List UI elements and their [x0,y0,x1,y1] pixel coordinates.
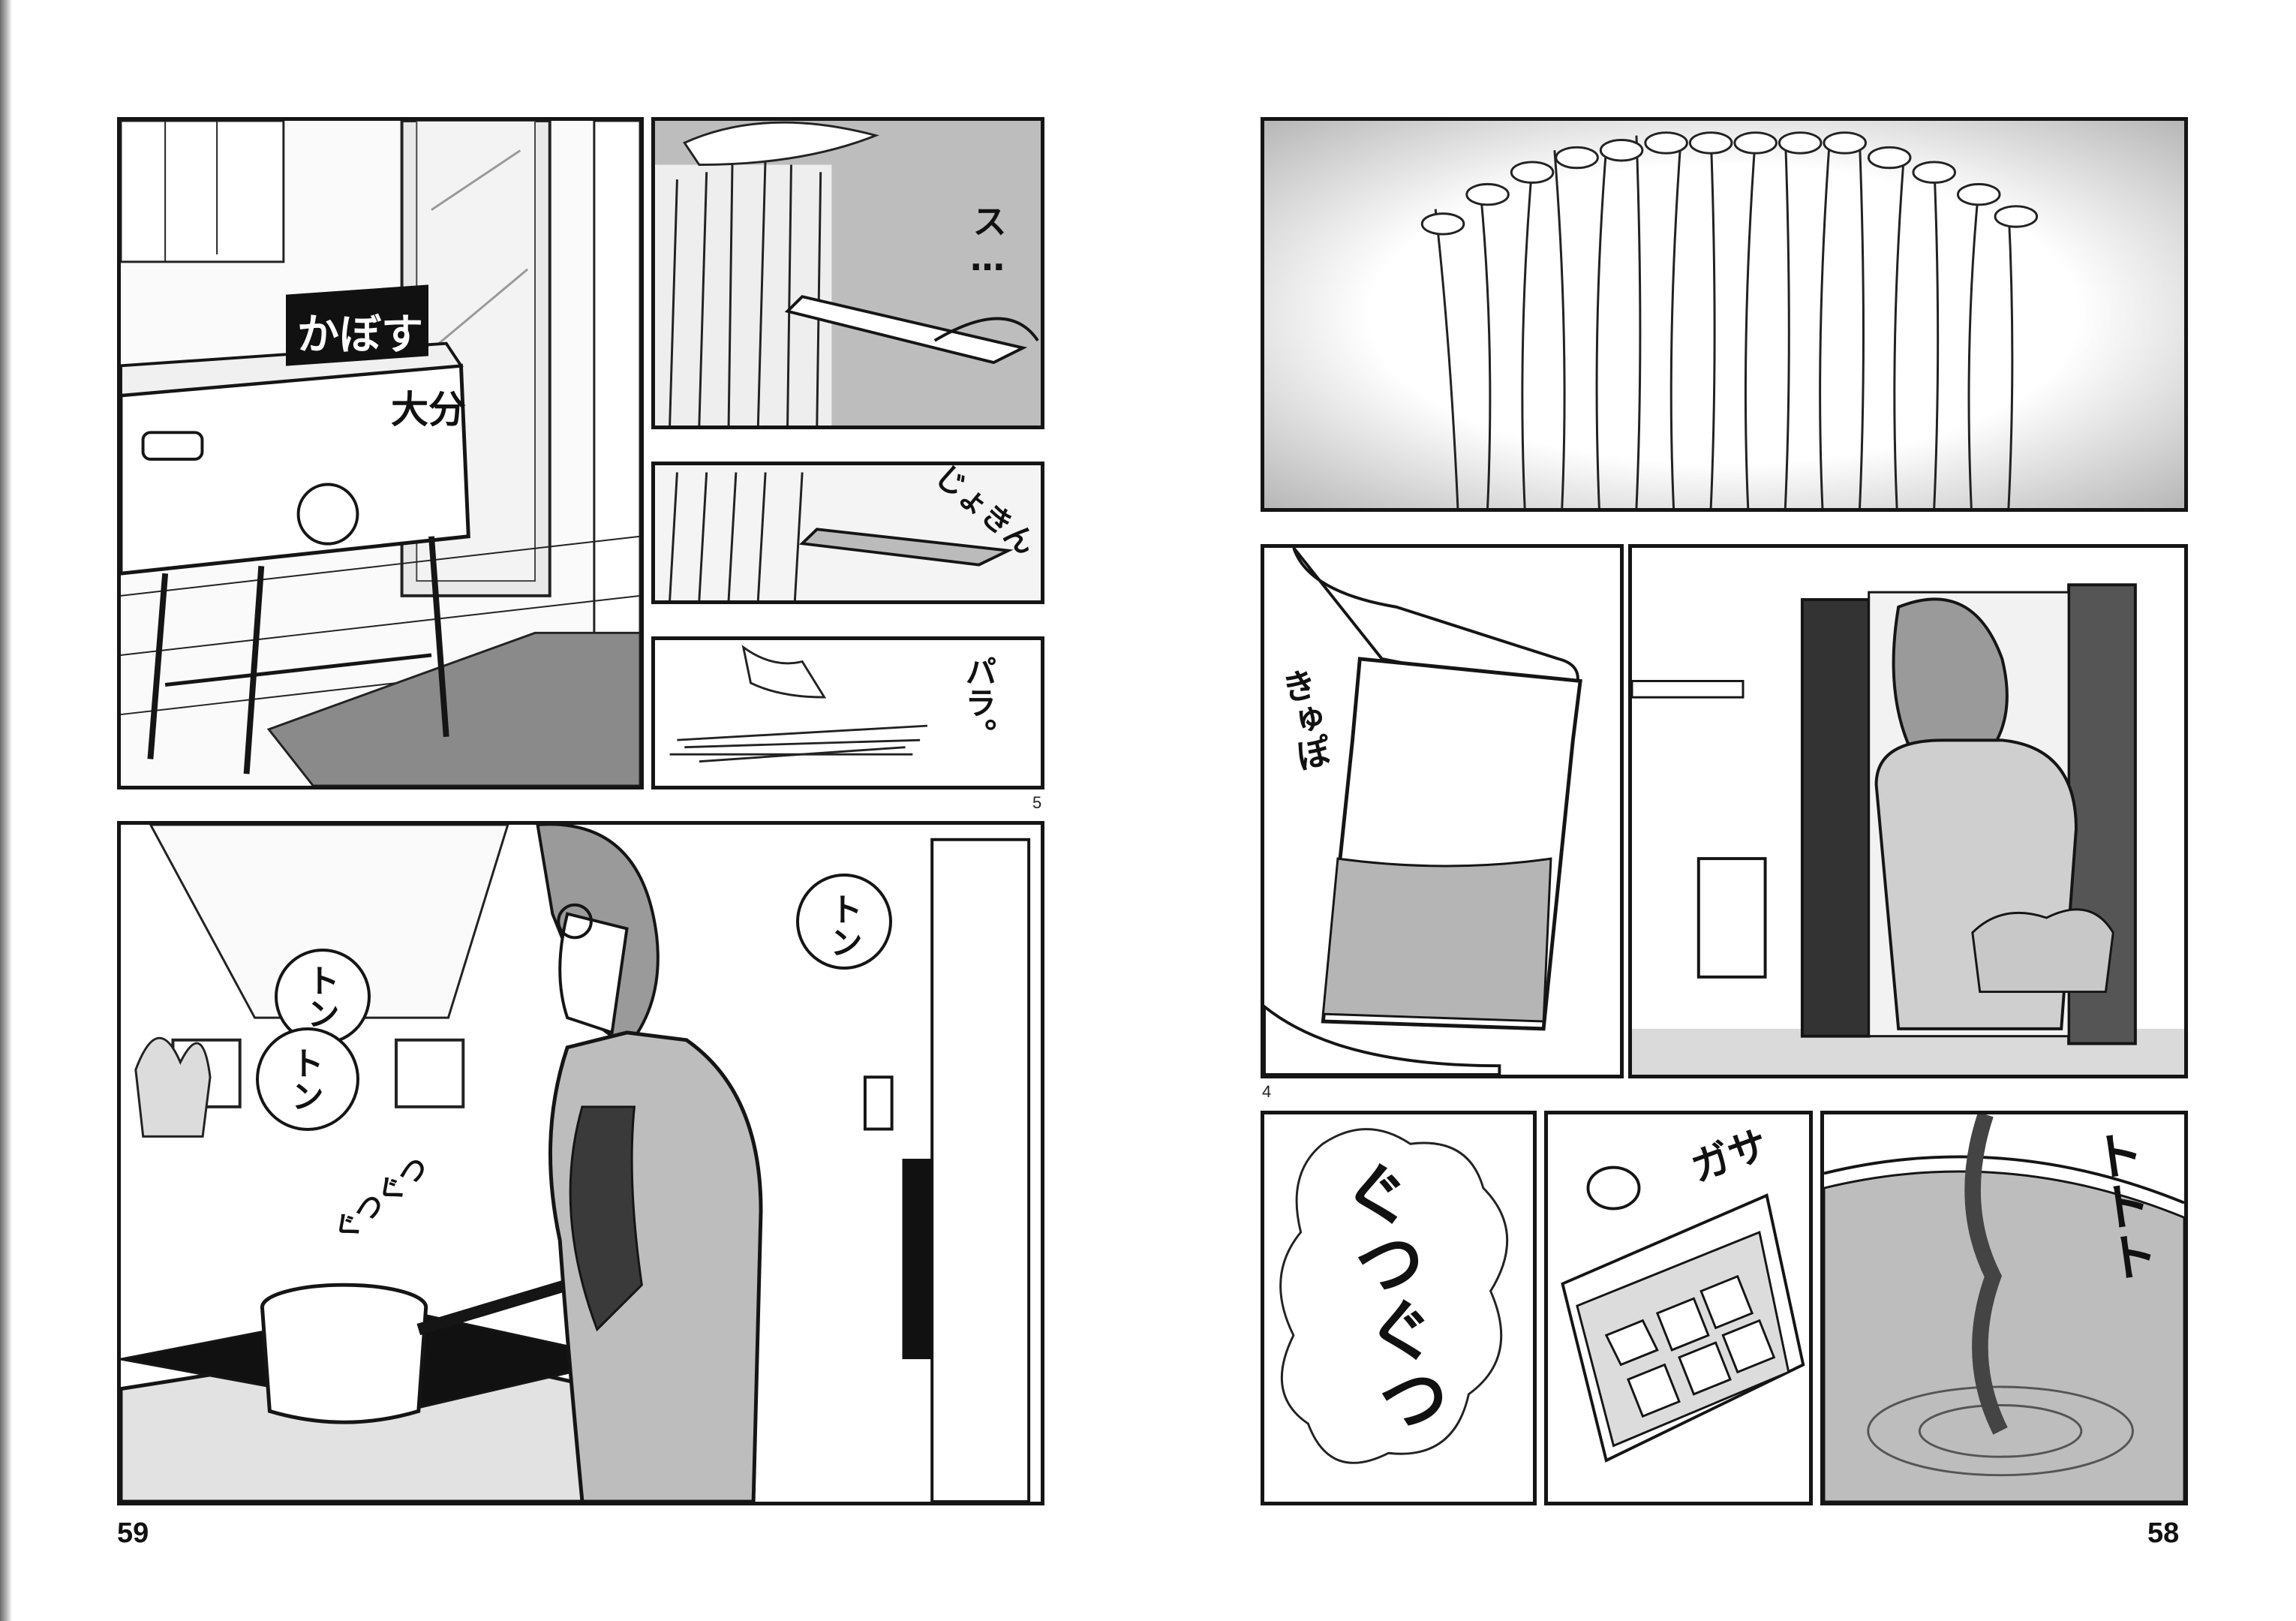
sprouts-illustration [1264,121,2184,508]
right-page-number: 58 [2147,1517,2180,1549]
ice-bag-illustration [1548,1114,1809,1502]
pour-illustration [1824,1114,2184,1502]
panel-sprouts-cut: じょきん [651,462,1044,604]
sfx-knock-3: トン [285,1046,323,1112]
knock-bubble-1 [796,874,892,970]
box-label-text: かぼす [297,311,423,359]
fridge-illustration [1632,548,2184,1075]
book-spine-shadow [0,0,12,1621]
panel-sprouts-snip: ス… [651,117,1044,429]
knock-bubble-3 [256,1027,359,1131]
sfx-knock-2: トン [301,964,339,1030]
sfx-knock-1: トン [824,892,862,958]
box-origin-text: 大分 [391,388,466,432]
left-panel-marker: 5 [1032,793,1042,812]
sfx-scatter: パラ。 [960,655,997,750]
cut-illustration [655,465,1041,600]
panel-bottle-open: きゅぽ [1261,544,1624,1078]
sfx-snip: ス… [967,203,1008,278]
panel-sprouts-wide [1261,117,2188,512]
panel-ice-bag: ガサ [1544,1111,1813,1505]
left-page-number: 59 [117,1517,149,1549]
panel-boiling: ぐつぐつ [1261,1111,1537,1505]
boil-illustration [1264,1114,1533,1502]
sprouts-scissors-illustration [655,121,1041,426]
scatter-illustration [655,640,1041,786]
entrance-illustration [121,121,640,786]
panel-sprouts-scatter: パラ。 [651,636,1044,789]
panel-kitchen-cooking: トン トン トン ぐつぐつ [117,821,1044,1505]
knock-bubble-2 [275,949,371,1045]
panel-fridge [1628,544,2188,1078]
bottle-illustration [1264,548,1620,1075]
panel-entrance-box: かぼす 大分 [117,117,644,789]
panel-pouring: トトト [1820,1111,2188,1505]
kitchen-illustration [121,825,1041,1502]
right-panel-marker: 4 [1262,1082,1272,1101]
